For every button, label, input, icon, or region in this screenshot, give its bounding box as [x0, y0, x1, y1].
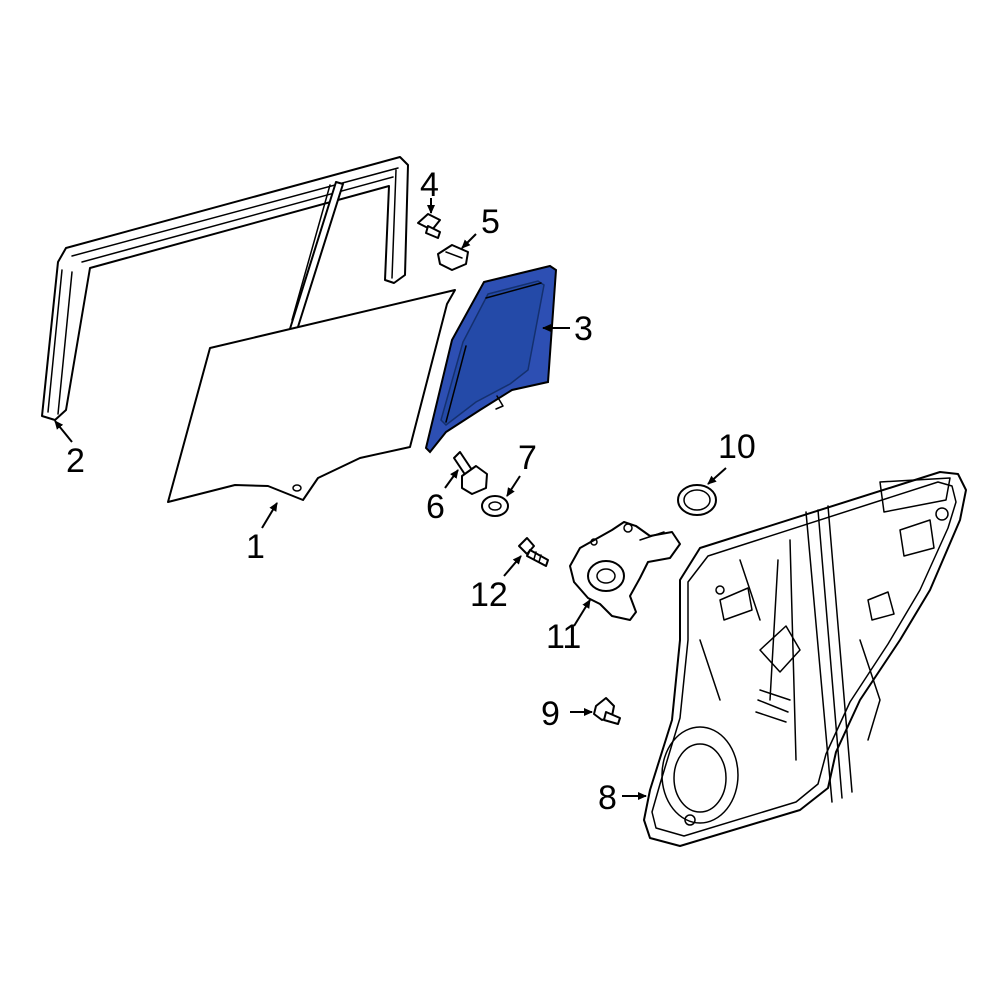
part-10-plug[interactable]: [677, 484, 717, 516]
callout-5: 5: [481, 203, 500, 241]
part-2-window-frame[interactable]: [41, 156, 409, 421]
part-8-door-carrier-panel[interactable]: [643, 471, 967, 847]
part-6-bolt[interactable]: [453, 451, 488, 495]
leader-lines: [54, 198, 727, 800]
callout-6: 6: [426, 488, 445, 526]
part-11-window-motor[interactable]: [569, 521, 681, 621]
part-12-bolt[interactable]: [518, 537, 549, 567]
callout-4: 4: [420, 166, 439, 204]
callout-11: 11: [546, 618, 581, 656]
callout-9: 9: [541, 695, 560, 733]
part-9-fastener[interactable]: [593, 697, 621, 725]
callout-12: 12: [470, 576, 508, 614]
callout-8: 8: [598, 779, 617, 817]
part-4-screw[interactable]: [417, 213, 441, 239]
callout-1: 1: [246, 528, 265, 566]
part-3-quarter-glass[interactable]: [424, 264, 558, 454]
part-7-washer[interactable]: [481, 495, 509, 517]
part-1-door-glass[interactable]: [167, 289, 456, 503]
callout-7: 7: [518, 439, 537, 477]
callout-labels: 1 2 3 4 5 6 7 8 9 10 11 12: [66, 166, 756, 817]
callout-10: 10: [718, 428, 756, 466]
callout-3: 3: [574, 310, 593, 348]
part-5-clip[interactable]: [437, 244, 469, 271]
callout-2: 2: [66, 442, 85, 480]
